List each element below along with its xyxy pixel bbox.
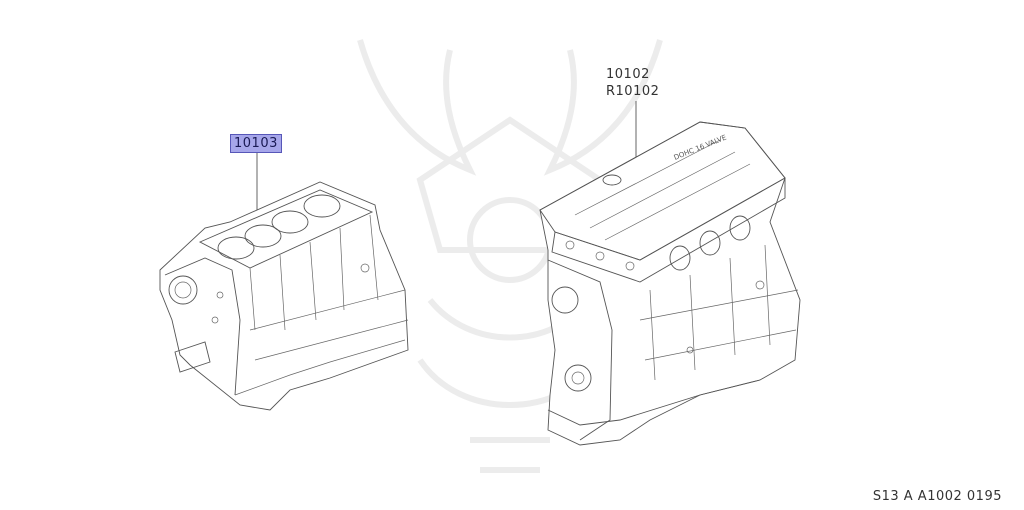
part-callout-10102[interactable]: 10102 [606,67,650,82]
part-callout-r10102[interactable]: R10102 [606,84,660,99]
diagram-reference-code: S13 A A1002 0195 [872,489,1002,504]
engine-assembly-drawing[interactable]: DOHC 16 VALVE [539,121,801,446]
short-block-drawing[interactable] [159,181,409,411]
part-callout-10103[interactable]: 10103 [230,134,282,153]
